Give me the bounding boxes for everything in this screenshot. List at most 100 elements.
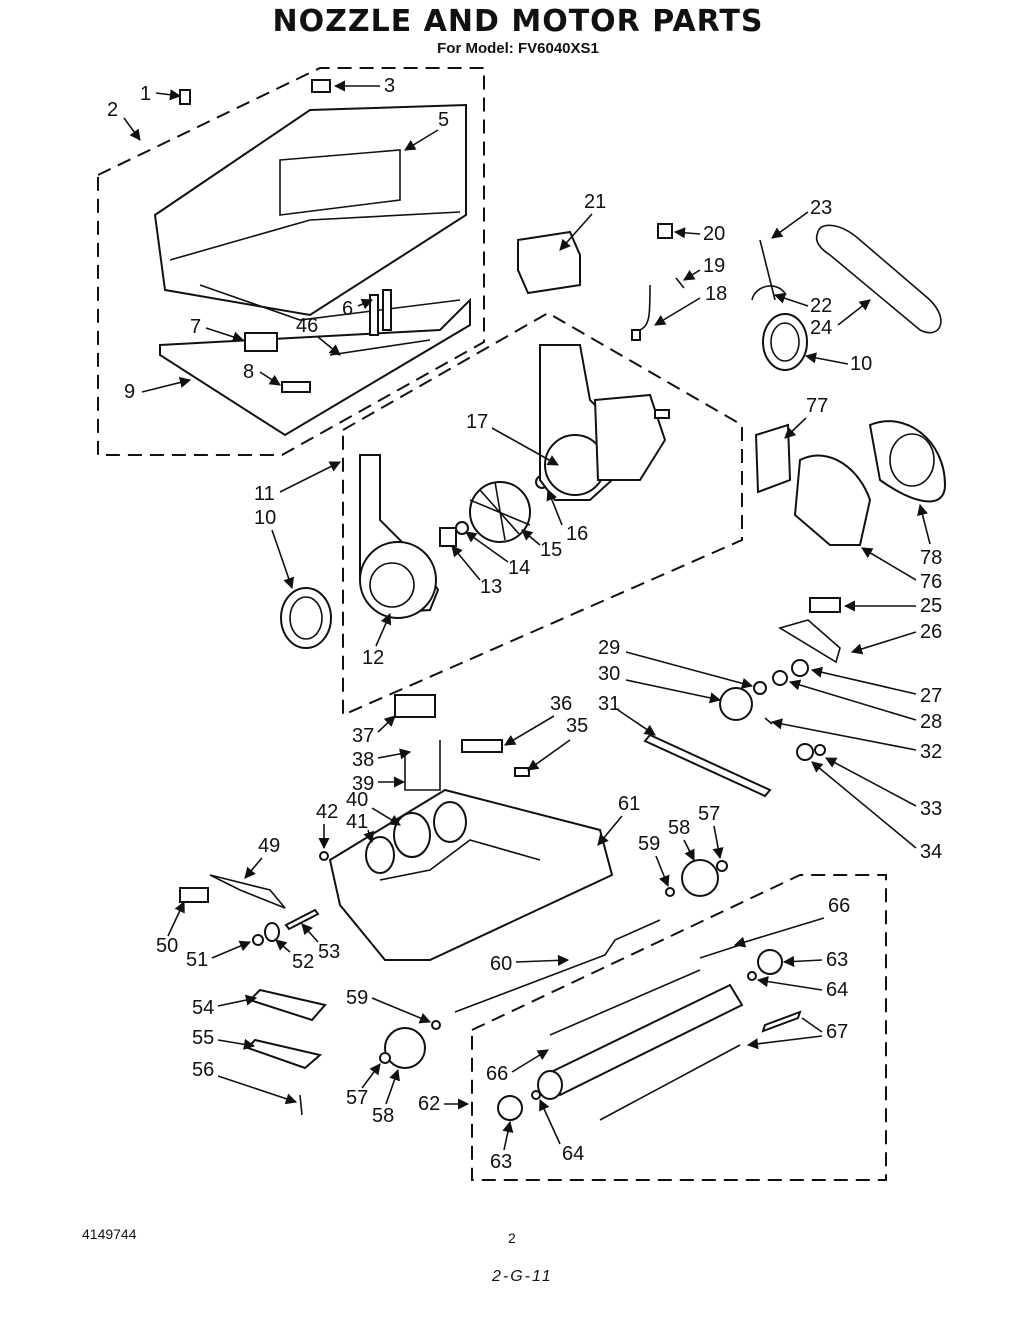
callout-41: 41	[346, 811, 375, 844]
bottom-plates-drawing	[246, 988, 327, 1116]
motor-housing-left-drawing	[359, 454, 440, 619]
svg-text:63: 63	[490, 1151, 512, 1173]
callout-27: 27	[810, 666, 942, 707]
svg-text:25: 25	[920, 595, 942, 617]
svg-text:23: 23	[810, 197, 832, 219]
callout-50: 50	[156, 900, 185, 957]
callout-61: 61	[597, 793, 640, 846]
callout-19: 19	[683, 255, 725, 281]
callout-67: 67	[748, 1017, 848, 1045]
callout-32: 32	[770, 718, 942, 763]
motor-fan-group-outline	[342, 311, 743, 717]
callout-40: 40	[346, 789, 401, 826]
callout-57-top: 57	[698, 803, 724, 860]
callout-29: 29	[598, 637, 754, 689]
brushroll-group-outline	[471, 874, 887, 1181]
callout-58-top: 58	[668, 817, 695, 862]
svg-text:10: 10	[850, 353, 872, 375]
page-number: 2	[508, 1230, 516, 1246]
gasket-ring-left-drawing	[280, 587, 332, 649]
svg-text:24: 24	[810, 317, 832, 339]
callout-64-right: 64	[756, 976, 848, 1001]
svg-text:15: 15	[540, 539, 562, 561]
svg-text:46: 46	[296, 315, 318, 337]
svg-text:30: 30	[598, 663, 620, 685]
motor-housing-right-drawing	[539, 344, 670, 501]
svg-text:49: 49	[258, 835, 280, 857]
svg-text:12: 12	[362, 647, 384, 669]
svg-text:57: 57	[346, 1087, 368, 1109]
callout-10-left: 10	[254, 507, 295, 590]
callout-39: 39	[352, 773, 406, 795]
callout-46: 46	[296, 315, 341, 356]
callout-23: 23	[771, 197, 832, 239]
callout-20: 20	[673, 223, 725, 245]
callout-59-top: 59	[638, 833, 670, 888]
callout-2: 2	[107, 99, 141, 141]
callout-63-left: 63	[490, 1120, 514, 1173]
callout-30: 30	[598, 663, 722, 704]
svg-text:77: 77	[806, 395, 828, 417]
callout-8: 8	[243, 361, 281, 386]
svg-text:26: 26	[920, 621, 942, 643]
callout-24: 24	[810, 299, 871, 339]
callout-25: 25	[843, 595, 942, 617]
svg-text:76: 76	[920, 571, 942, 593]
svg-text:53: 53	[318, 941, 340, 963]
svg-text:9: 9	[124, 381, 135, 403]
callout-15: 15	[521, 529, 562, 561]
svg-text:55: 55	[192, 1027, 214, 1049]
nozzle-hood-group-outline	[97, 67, 485, 456]
height-adjust-drawing	[179, 874, 320, 946]
callout-37: 37	[352, 715, 396, 747]
base-plate-drawing	[319, 694, 614, 961]
callout-34: 34	[811, 761, 942, 863]
svg-text:35: 35	[566, 715, 588, 737]
document-number: 4149744	[82, 1226, 137, 1242]
callout-14: 14	[465, 531, 530, 579]
svg-text:62: 62	[418, 1093, 440, 1115]
callout-28: 28	[788, 679, 942, 733]
callout-18: 18	[654, 283, 727, 326]
callout-51: 51	[186, 940, 252, 971]
svg-text:21: 21	[584, 191, 606, 213]
svg-text:33: 33	[920, 798, 942, 820]
svg-text:64: 64	[562, 1143, 584, 1165]
svg-text:56: 56	[192, 1059, 214, 1081]
switch-wire-drawing	[631, 223, 685, 341]
svg-text:8: 8	[243, 361, 254, 383]
callout-63-right: 63	[782, 949, 848, 971]
svg-text:29: 29	[598, 637, 620, 659]
brushroll-drawing	[497, 944, 802, 1121]
svg-text:58: 58	[372, 1105, 394, 1127]
callout-66-left: 66	[486, 1049, 549, 1085]
svg-text:20: 20	[703, 223, 725, 245]
callout-6: 6	[342, 298, 374, 320]
svg-text:51: 51	[186, 949, 208, 971]
svg-text:50: 50	[156, 935, 178, 957]
callout-7: 7	[190, 316, 245, 343]
callout-66-right: 66	[733, 895, 850, 948]
svg-text:52: 52	[292, 951, 314, 973]
callout-49: 49	[244, 835, 280, 879]
callout-54: 54	[192, 994, 258, 1019]
callout-59-bottom: 59	[346, 987, 432, 1024]
svg-text:59: 59	[638, 833, 660, 855]
svg-text:5: 5	[438, 109, 449, 131]
latch-parts-drawing	[643, 597, 841, 798]
callout-53: 53	[301, 923, 340, 963]
svg-text:42: 42	[316, 801, 338, 823]
callout-38: 38	[352, 748, 412, 771]
callout-17: 17	[466, 411, 559, 466]
svg-text:1: 1	[140, 83, 151, 105]
callout-11: 11	[254, 461, 342, 505]
callout-13: 13	[451, 545, 502, 598]
callout-22: 22	[773, 292, 832, 317]
callout-36: 36	[504, 693, 572, 746]
callout-16: 16	[546, 488, 588, 545]
svg-text:14: 14	[508, 557, 530, 579]
svg-text:39: 39	[352, 773, 374, 795]
callout-21: 21	[559, 191, 606, 251]
svg-text:36: 36	[550, 693, 572, 715]
